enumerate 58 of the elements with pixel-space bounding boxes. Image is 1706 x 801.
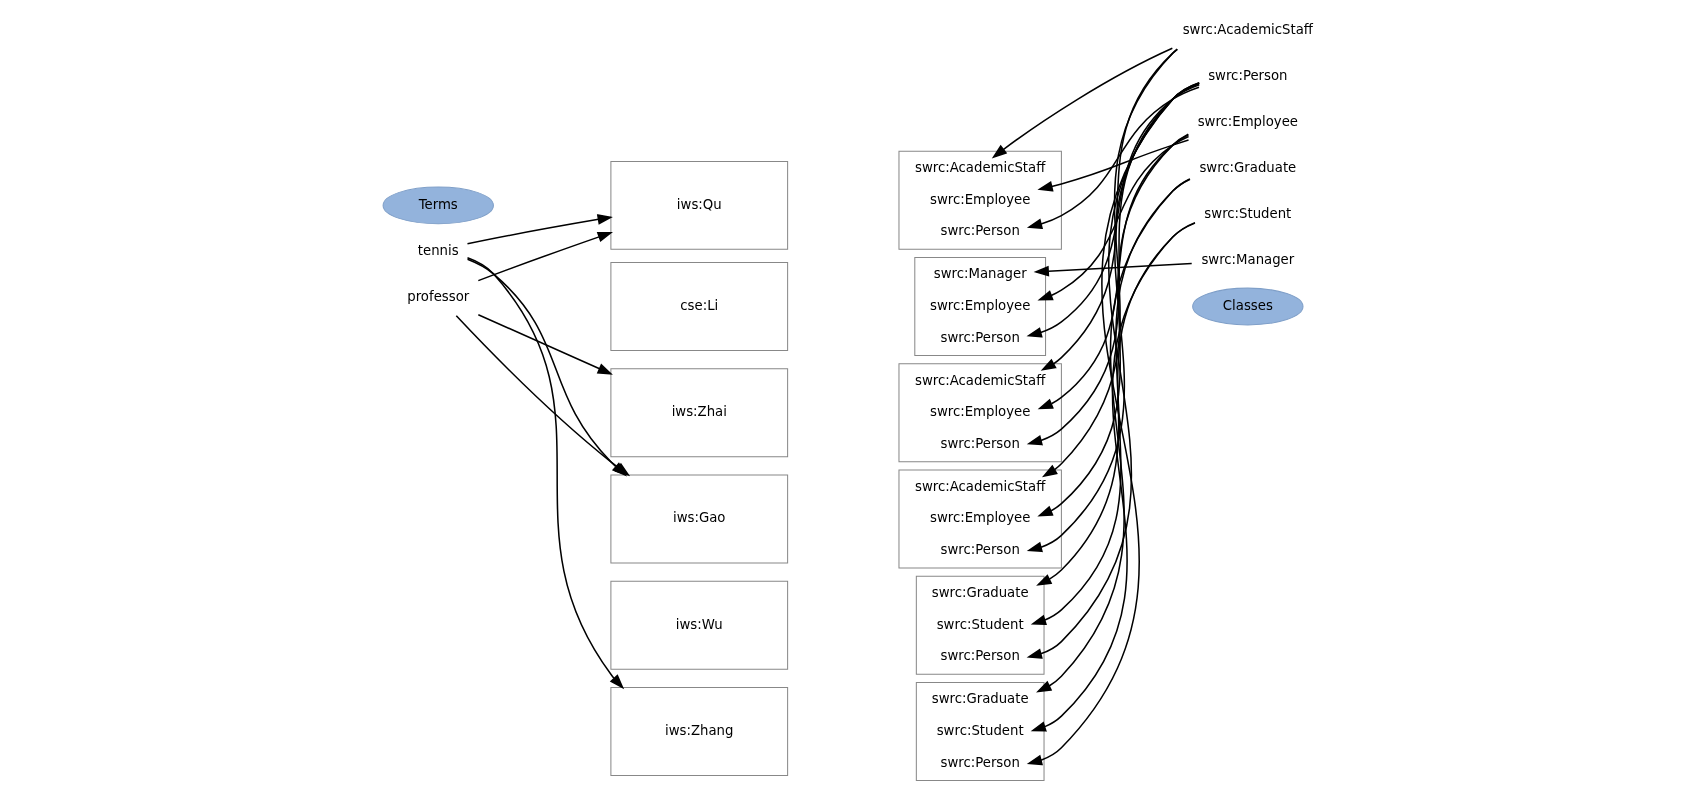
node-text: swrc:Student xyxy=(936,722,1024,738)
node-text: tennis xyxy=(417,242,459,258)
arrow xyxy=(1037,133,1190,517)
arrow xyxy=(1036,178,1191,693)
node-text: swrc:Person xyxy=(940,754,1020,770)
arrow xyxy=(1026,86,1200,229)
node-text: swrc:Employee xyxy=(929,404,1031,420)
node-box: iws:Gao xyxy=(610,474,789,564)
node-text: professor xyxy=(407,288,470,304)
node-text: swrc:Graduate xyxy=(931,585,1029,601)
arrow xyxy=(1026,82,1201,553)
arrow xyxy=(1041,48,1178,478)
arrow xyxy=(1030,221,1196,732)
node-ellipse: Classes xyxy=(1192,287,1304,326)
arrow xyxy=(466,214,613,245)
arrow xyxy=(1036,178,1191,586)
node-text: swrc:Manager xyxy=(1201,252,1295,268)
node-box: iws:Wu xyxy=(610,580,789,670)
arrow xyxy=(1026,82,1200,766)
node-text: swrc:Manager xyxy=(933,266,1027,282)
arrow xyxy=(1033,262,1193,277)
node-text: swrc:AcademicStaff xyxy=(915,160,1046,176)
cluster xyxy=(898,150,1062,250)
node-text: swrc:Person xyxy=(940,542,1020,558)
node-text: swrc:Employee xyxy=(1197,114,1299,130)
node-text: swrc:AcademicStaff xyxy=(915,372,1046,388)
cluster xyxy=(914,256,1047,357)
node-text: swrc:Person xyxy=(940,435,1020,451)
arrow xyxy=(1026,82,1200,659)
node-text: swrc:Person xyxy=(940,329,1020,345)
arrow xyxy=(991,47,1174,159)
node-text: swrc:Student xyxy=(1204,206,1292,222)
arrow xyxy=(477,232,613,282)
arrow xyxy=(477,313,613,375)
cluster xyxy=(898,469,1062,569)
node-box: iws:Qu xyxy=(610,160,789,250)
arrow xyxy=(1037,135,1190,301)
node-box: cse:Li xyxy=(610,262,789,351)
node-text: swrc:Employee xyxy=(929,297,1031,313)
node-text: swrc:Person xyxy=(940,648,1020,664)
node-text: swrc:Graduate xyxy=(931,691,1029,707)
arrow xyxy=(1030,222,1196,625)
node-text: swrc:Student xyxy=(936,616,1024,632)
node-text: swrc:Graduate xyxy=(1199,160,1297,176)
node-text: swrc:AcademicStaff xyxy=(915,478,1046,494)
node-box: iws:Zhang xyxy=(610,687,789,776)
node-ellipse: Terms xyxy=(382,186,494,225)
arrow xyxy=(1037,134,1190,410)
node-text: swrc:Employee xyxy=(929,191,1031,207)
node-box: iws:Zhai xyxy=(610,368,789,458)
node-text: swrc:AcademicStaff xyxy=(1182,22,1313,38)
node-text: swrc:Employee xyxy=(929,510,1031,526)
node-text: swrc:Person xyxy=(1208,68,1288,84)
node-text: swrc:Person xyxy=(940,223,1020,239)
arrow xyxy=(1026,83,1200,446)
arrow xyxy=(1026,84,1200,338)
cluster xyxy=(898,363,1062,463)
arrow xyxy=(1037,139,1190,192)
